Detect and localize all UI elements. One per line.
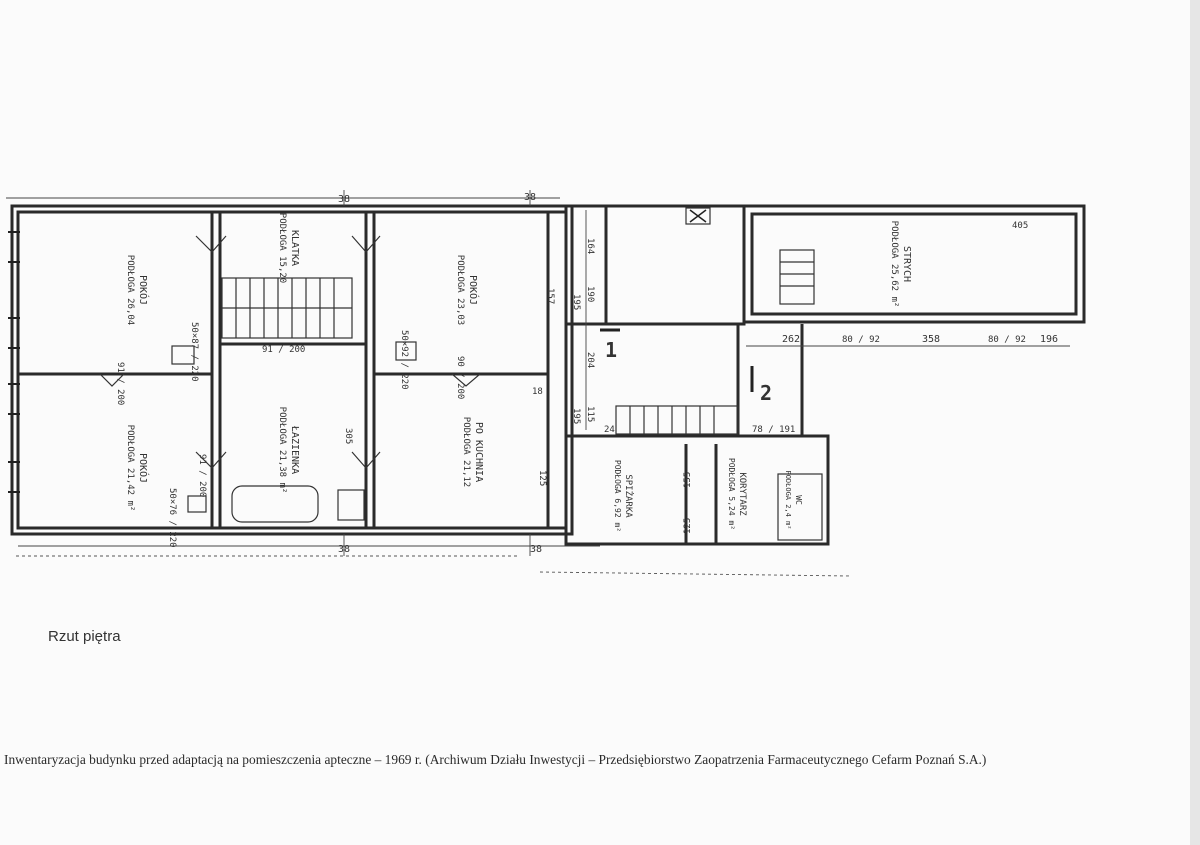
annex-walls: 1 2	[564, 204, 1086, 546]
room-name-klatka: KLATKA	[289, 230, 300, 266]
room-door-pokoj-ne: 90 / 200	[455, 356, 465, 399]
dim-24: 24	[604, 425, 615, 435]
room-floor-kuchnia: PODŁOGA 21,12	[461, 417, 471, 487]
dim-195-top: 195	[571, 294, 581, 310]
page-caption: Rzut piętra	[48, 628, 121, 645]
dim-80-92-a: 80 / 92	[842, 335, 880, 345]
dim-78-191: 78 / 191	[752, 425, 795, 435]
room-dim-strych: 405	[1012, 221, 1028, 231]
main-building-walls	[8, 204, 574, 536]
axis-label-top-2: 38	[524, 192, 536, 203]
room-floor-pokoj-nw: PODŁOGA 26,04	[125, 255, 135, 325]
room-floor-pokoj-ne: PODŁOGA 23,03	[455, 255, 465, 325]
room-floor-strych: PODŁOGA 25,62 m²	[889, 221, 899, 308]
dim-125-a: 125	[683, 518, 693, 534]
dim-80-92-b: 80 / 92	[988, 335, 1026, 345]
dim-18: 18	[532, 387, 543, 397]
dim-164: 164	[585, 238, 595, 254]
room-floor-pokoj-sw: PODŁOGA 21,42 m²	[125, 425, 135, 512]
room-door-pokoj-sw: 91 / 200	[197, 454, 207, 497]
room-name-pokoj-sw: POKÓJ	[137, 453, 150, 483]
dim-155: 155	[683, 472, 693, 488]
room-name-wc: WC	[794, 495, 803, 505]
dim-204: 204	[585, 352, 595, 368]
room-floor-klatka: PODŁOGA 15,20	[277, 213, 287, 283]
source-note: Inwentaryzacja budynku przed adaptacją n…	[4, 752, 987, 767]
room-name-pokoj-ne: POKÓJ	[467, 275, 480, 305]
room-floor-wc: PODŁOGA 2,4 m²	[784, 470, 792, 529]
axis-label-bottom-1: 38	[338, 544, 350, 555]
room-floor-lazienka: PODŁOGA 21,38 m²	[277, 407, 287, 494]
dim-196: 196	[1040, 334, 1058, 345]
room-floor-spizarka: PODŁOGA 6,92 m²	[613, 460, 622, 532]
room-door-klatka: 91 / 200	[262, 345, 305, 355]
room-name-spizarka: SPIŻARKA	[623, 474, 634, 518]
room-name-lazienka: ŁAZIENKA	[289, 425, 300, 474]
dim-125-b: 125	[537, 470, 547, 486]
room-name-pokoj-nw: POKÓJ	[137, 275, 150, 305]
dim-190: 190	[585, 286, 595, 302]
room-window-pokoj-nw: 50×87 / 220	[189, 322, 199, 382]
room-door-pokoj-nw: 91 / 200	[115, 362, 125, 405]
axis-label-top-1: 38	[338, 194, 350, 205]
dimension-lines	[6, 190, 1070, 577]
room-window-pokoj-ne: 50×92 / 220	[399, 330, 409, 390]
section-mark-2: 2	[760, 381, 772, 405]
axis-label-bottom-2: 38	[530, 544, 542, 555]
room-labels: 38 38 38 38 POKÓJ PODŁOGA 26,04 50×87 / …	[115, 192, 1058, 555]
dim-157: 157	[545, 288, 555, 304]
dim-262: 262	[782, 334, 800, 345]
room-name-kuchnia: PO KUCHNIA	[473, 422, 484, 482]
section-mark-1: 1	[605, 338, 617, 362]
dim-358: 358	[922, 334, 940, 345]
room-name-korytarz: KORYTARZ	[737, 472, 747, 516]
dim-115: 115	[585, 406, 595, 422]
room-dim-lazienka: 305	[343, 428, 353, 444]
room-floor-korytarz: PODŁOGA 5,24 m²	[727, 458, 736, 530]
scan-edge-shadow	[1190, 0, 1200, 845]
dim-195-bottom: 195	[571, 408, 581, 424]
room-window-pokoj-sw: 50×76 / 220	[167, 488, 177, 548]
room-name-strych: STRYCH	[901, 246, 912, 282]
